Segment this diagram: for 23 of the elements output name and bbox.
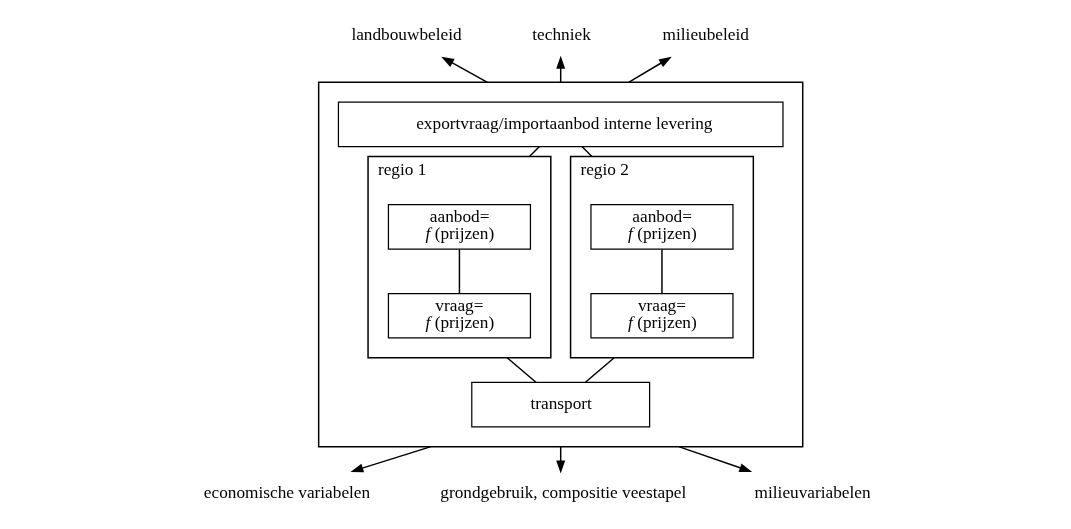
- connector: [580, 146, 593, 158]
- cluster: [317, 81, 803, 448]
- node-box: exportvraag/importaanbod interne levering: [337, 101, 784, 148]
- connector: [660, 248, 663, 295]
- node-box: transport: [470, 381, 650, 428]
- arrow: [440, 56, 488, 84]
- node-text: milieubeleid: [662, 25, 749, 44]
- node-text: grondgebruik, compositie veestapel: [439, 483, 686, 503]
- node-text: techniek: [531, 25, 591, 44]
- arrow: [350, 445, 432, 473]
- connector: [458, 248, 460, 295]
- connector: [528, 146, 540, 158]
- arrow: [677, 445, 752, 472]
- node-text: landbouwbeleid: [350, 25, 462, 44]
- node-box: vraag= f (prijzen): [387, 292, 531, 339]
- node-box: aanbod= f (prijzen): [589, 204, 734, 250]
- arrow: [627, 56, 672, 84]
- node-text: milieuvariabelen: [754, 483, 871, 503]
- connector: [584, 357, 615, 384]
- node-box: vraag= f (prijzen): [589, 292, 734, 339]
- connector: [505, 357, 537, 384]
- node-box: aanbod= f (prijzen): [387, 204, 531, 250]
- node-text: economische variabelen: [203, 483, 370, 503]
